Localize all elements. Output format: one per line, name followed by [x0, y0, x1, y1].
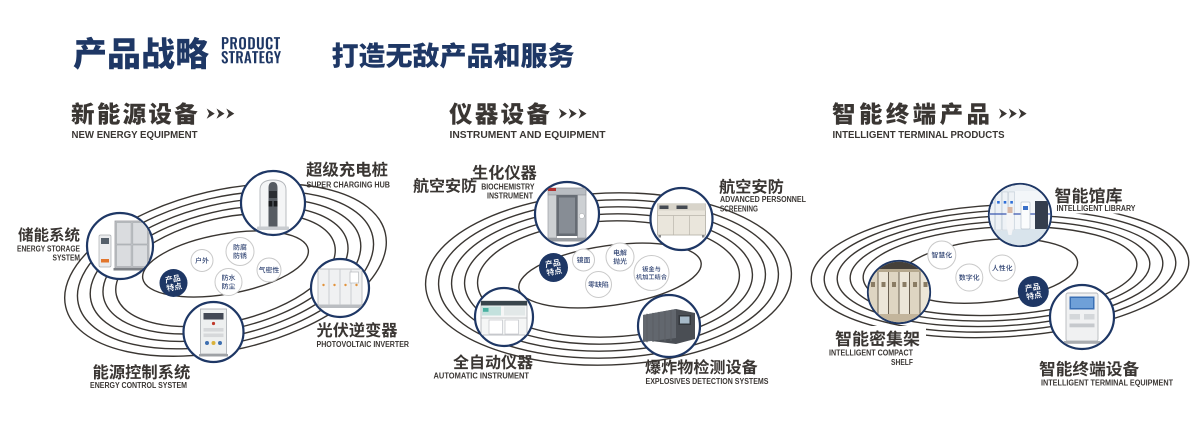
- svg-text:INSTRUMENT: INSTRUMENT: [487, 191, 534, 201]
- svg-text:PHOTOVOLTAIC INVERTER: PHOTOVOLTAIC INVERTER: [317, 339, 410, 349]
- svg-text:ADVANCED PERSONNEL: ADVANCED PERSONNEL: [720, 194, 806, 204]
- svg-text:INTELLIGENT LIBRARY: INTELLIGENT LIBRARY: [1057, 203, 1136, 213]
- svg-text:SHELF: SHELF: [891, 357, 913, 367]
- svg-text:NEW ENERGY EQUIPMENT: NEW ENERGY EQUIPMENT: [72, 130, 198, 141]
- svg-text:INSTRUMENT AND EQUIPMENT: INSTRUMENT AND EQUIPMENT: [450, 130, 606, 141]
- svg-text:SUPER CHARGING HUB: SUPER CHARGING HUB: [307, 180, 391, 190]
- svg-text:SCREENING: SCREENING: [720, 204, 758, 214]
- svg-text:AUTOMATIC INSTRUMENT: AUTOMATIC INSTRUMENT: [434, 371, 530, 381]
- svg-text:INTELLIGENT COMPACT: INTELLIGENT COMPACT: [829, 348, 914, 358]
- svg-text:ENERGY STORAGE: ENERGY STORAGE: [17, 245, 80, 254]
- svg-text:INTELLIGENT TERMINAL EQUIPMENT: INTELLIGENT TERMINAL EQUIPMENT: [1041, 378, 1174, 388]
- svg-text:BIOCHEMISTRY: BIOCHEMISTRY: [481, 182, 535, 192]
- svg-text:SYSTEM: SYSTEM: [53, 254, 81, 263]
- svg-text:INTELLIGENT TERMINAL PRODUCTS: INTELLIGENT TERMINAL PRODUCTS: [833, 130, 1005, 141]
- svg-text:EXPLOSIVES DETECTION SYSTEMS: EXPLOSIVES DETECTION SYSTEMS: [646, 376, 769, 386]
- svg-text:ENERGY CONTROL SYSTEM: ENERGY CONTROL SYSTEM: [90, 380, 187, 390]
